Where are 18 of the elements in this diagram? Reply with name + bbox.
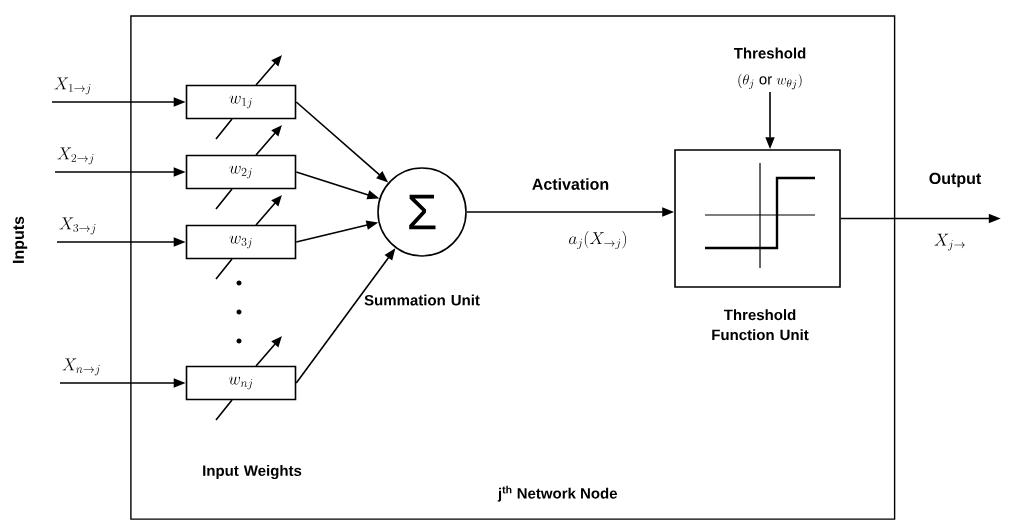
input-label: $X_{n \to j}$ xyxy=(62,358,100,376)
input-label: $X_{2 \to j}$ xyxy=(57,147,94,165)
threshold-function-box xyxy=(674,149,841,288)
vertical-label: Inputs xyxy=(11,215,29,265)
weight-box: $w_{2j}$ xyxy=(185,154,297,190)
signal-label: $X_{j \to}$ xyxy=(932,232,968,252)
input-label: $X_{3 \to j}$ xyxy=(59,217,96,235)
unit-caption: Threshold Function Unit xyxy=(712,309,809,341)
edge-label: Activation xyxy=(532,178,609,190)
edge-label: Output xyxy=(929,172,982,188)
unit-caption: Summation Unit xyxy=(364,294,480,306)
weight-box: $w_{3j}$ xyxy=(185,224,297,260)
weight-box: $w_{nj}$ xyxy=(185,365,297,401)
weight-box: $w_{1j}$ xyxy=(185,84,297,120)
signal-label: $a_{j}(X_{\to j})$ xyxy=(567,230,629,250)
input-label: $X_{1 \to j}$ xyxy=(54,77,91,95)
group-caption: Input Weights xyxy=(201,464,303,481)
threshold-label: Threshold $(\theta_{j}\ \mathrm{or}\ w_{\theta j})$ xyxy=(733,47,806,90)
